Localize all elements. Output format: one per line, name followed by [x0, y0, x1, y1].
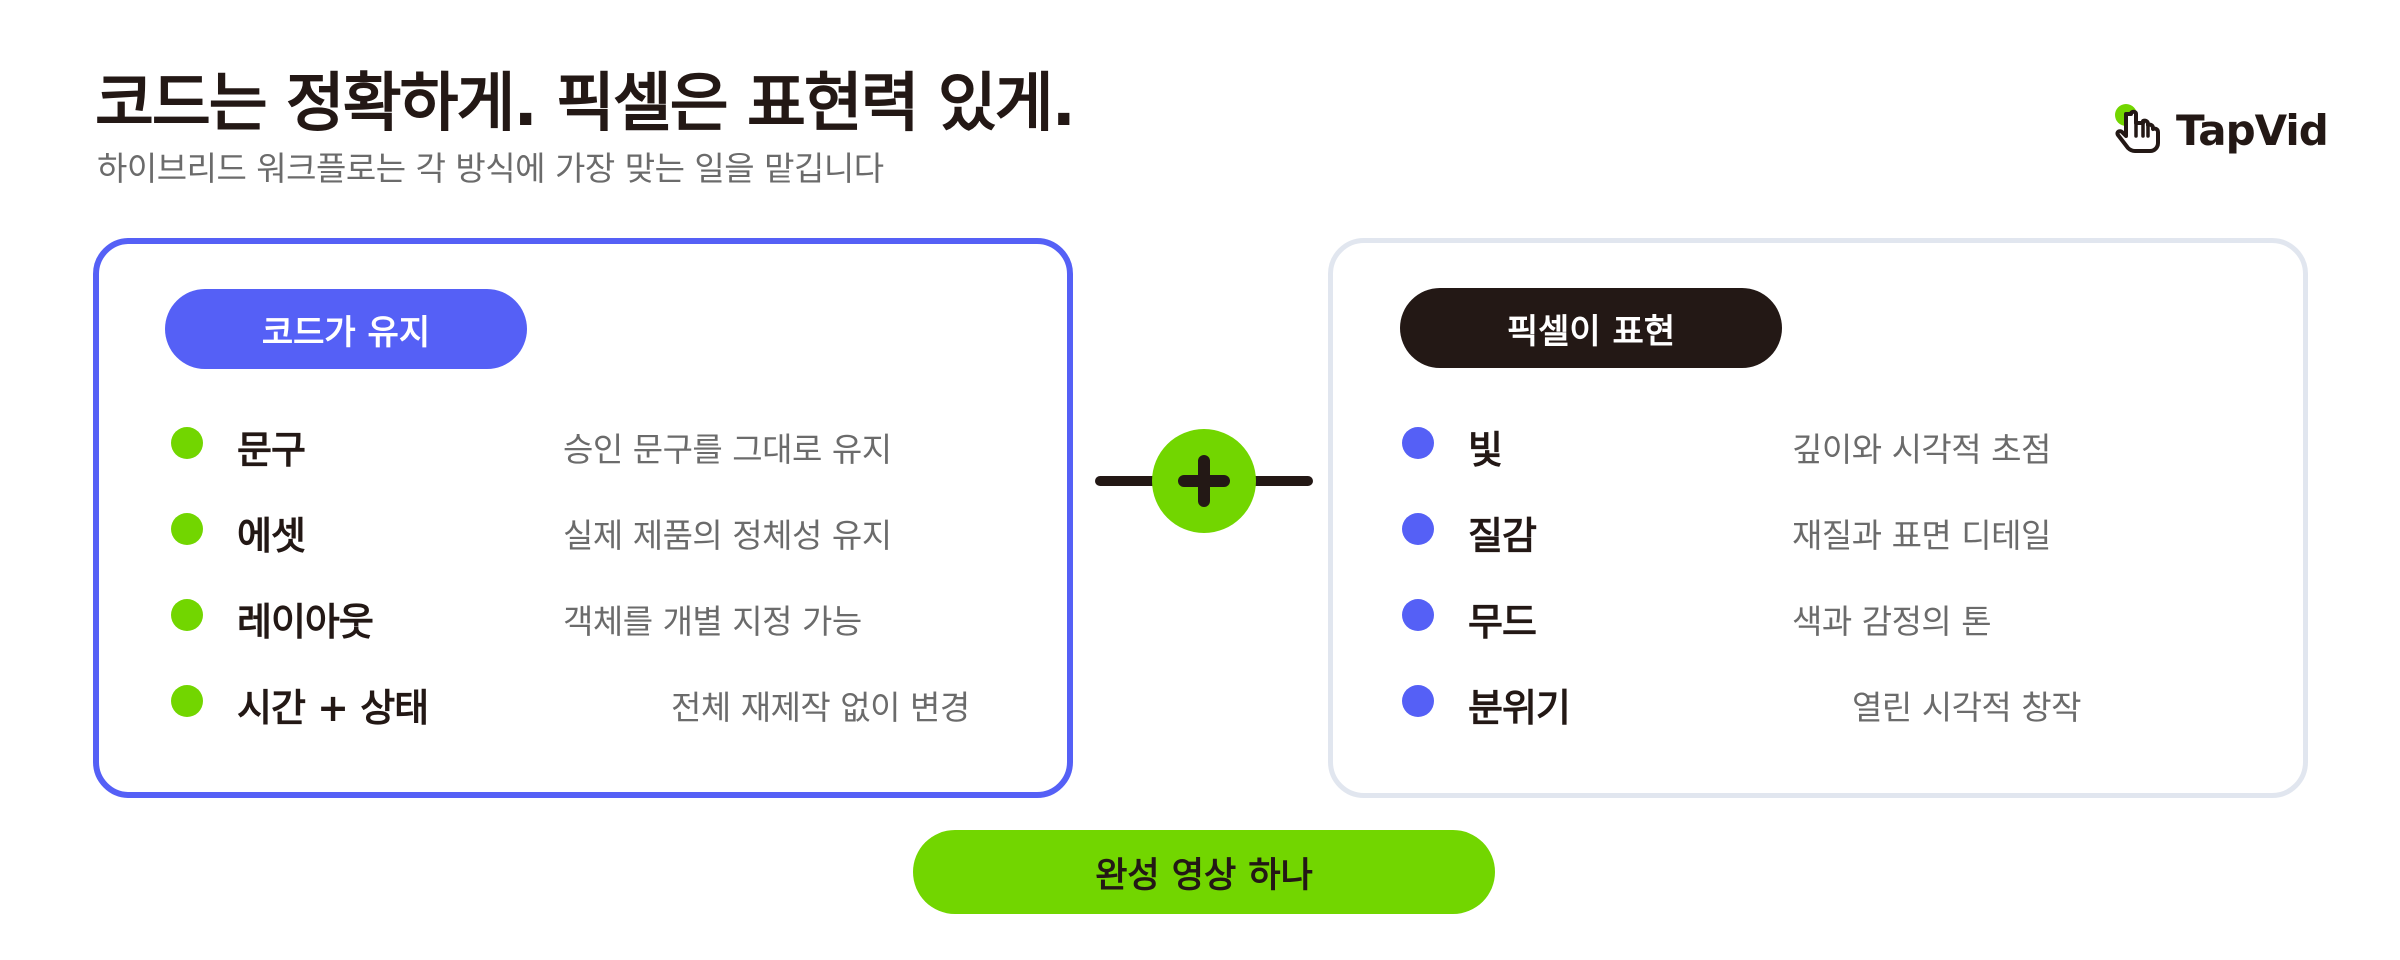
item-description: 전체 재제작 없이 변경: [671, 688, 970, 727]
list-item: 에셋 실제 제품의 정체성 유지: [171, 497, 1051, 561]
plus-icon: [1152, 429, 1256, 533]
bullet-dot-icon: [171, 427, 203, 459]
list-item: 시간 + 상태 전체 재제작 없이 변경: [171, 669, 1051, 733]
page-title: 코드는 정확하게. 픽셀은 표현력 있게.: [95, 67, 1076, 141]
item-description: 실제 제품의 정체성 유지: [563, 516, 892, 555]
result-badge: 완성 영상 하나: [913, 830, 1495, 914]
item-description: 열린 시각적 창작: [1852, 688, 2082, 727]
item-description: 승인 문구를 그대로 유지: [563, 430, 892, 469]
tapvid-logo: TapVid: [2112, 100, 2329, 160]
code-card-badge: 코드가 유지: [165, 289, 527, 369]
item-description: 객체를 개별 지정 가능: [563, 602, 862, 641]
list-item: 무드 색과 감정의 톤: [1402, 583, 2282, 647]
item-label: 분위기: [1468, 686, 1571, 730]
bullet-dot-icon: [1402, 685, 1434, 717]
item-label: 질감: [1468, 514, 1537, 558]
list-item: 문구 승인 문구를 그대로 유지: [171, 411, 1051, 475]
item-label: 레이아웃: [237, 600, 374, 644]
item-label: 시간 + 상태: [237, 686, 429, 730]
item-description: 색과 감정의 톤: [1792, 602, 1992, 641]
bullet-dot-icon: [171, 685, 203, 717]
item-label: 문구: [237, 428, 306, 472]
item-description: 재질과 표면 디테일: [1792, 516, 2051, 555]
item-label: 무드: [1468, 600, 1537, 644]
bullet-dot-icon: [171, 599, 203, 631]
bullet-dot-icon: [1402, 599, 1434, 631]
list-item: 분위기 열린 시각적 창작: [1402, 669, 2282, 733]
pixel-card: 픽셀이 표현 빛 깊이와 시각적 초점 질감 재질과 표면 디테일 무드 색과 …: [1328, 238, 2308, 798]
item-description: 깊이와 시각적 초점: [1792, 430, 2051, 469]
hand-pointer-icon: [2112, 100, 2172, 160]
list-item: 레이아웃 객체를 개별 지정 가능: [171, 583, 1051, 647]
page-subtitle: 하이브리드 워크플로는 각 방식에 가장 맞는 일을 맡깁니다: [97, 149, 884, 188]
item-label: 빛: [1468, 428, 1503, 472]
item-label: 에셋: [237, 514, 306, 558]
bullet-dot-icon: [1402, 513, 1434, 545]
code-card: 코드가 유지 문구 승인 문구를 그대로 유지 에셋 실제 제품의 정체성 유지…: [93, 238, 1073, 798]
bullet-dot-icon: [171, 513, 203, 545]
list-item: 빛 깊이와 시각적 초점: [1402, 411, 2282, 475]
logo-text: TapVid: [2176, 105, 2329, 155]
pixel-card-badge: 픽셀이 표현: [1400, 288, 1782, 368]
bullet-dot-icon: [1402, 427, 1434, 459]
list-item: 질감 재질과 표면 디테일: [1402, 497, 2282, 561]
